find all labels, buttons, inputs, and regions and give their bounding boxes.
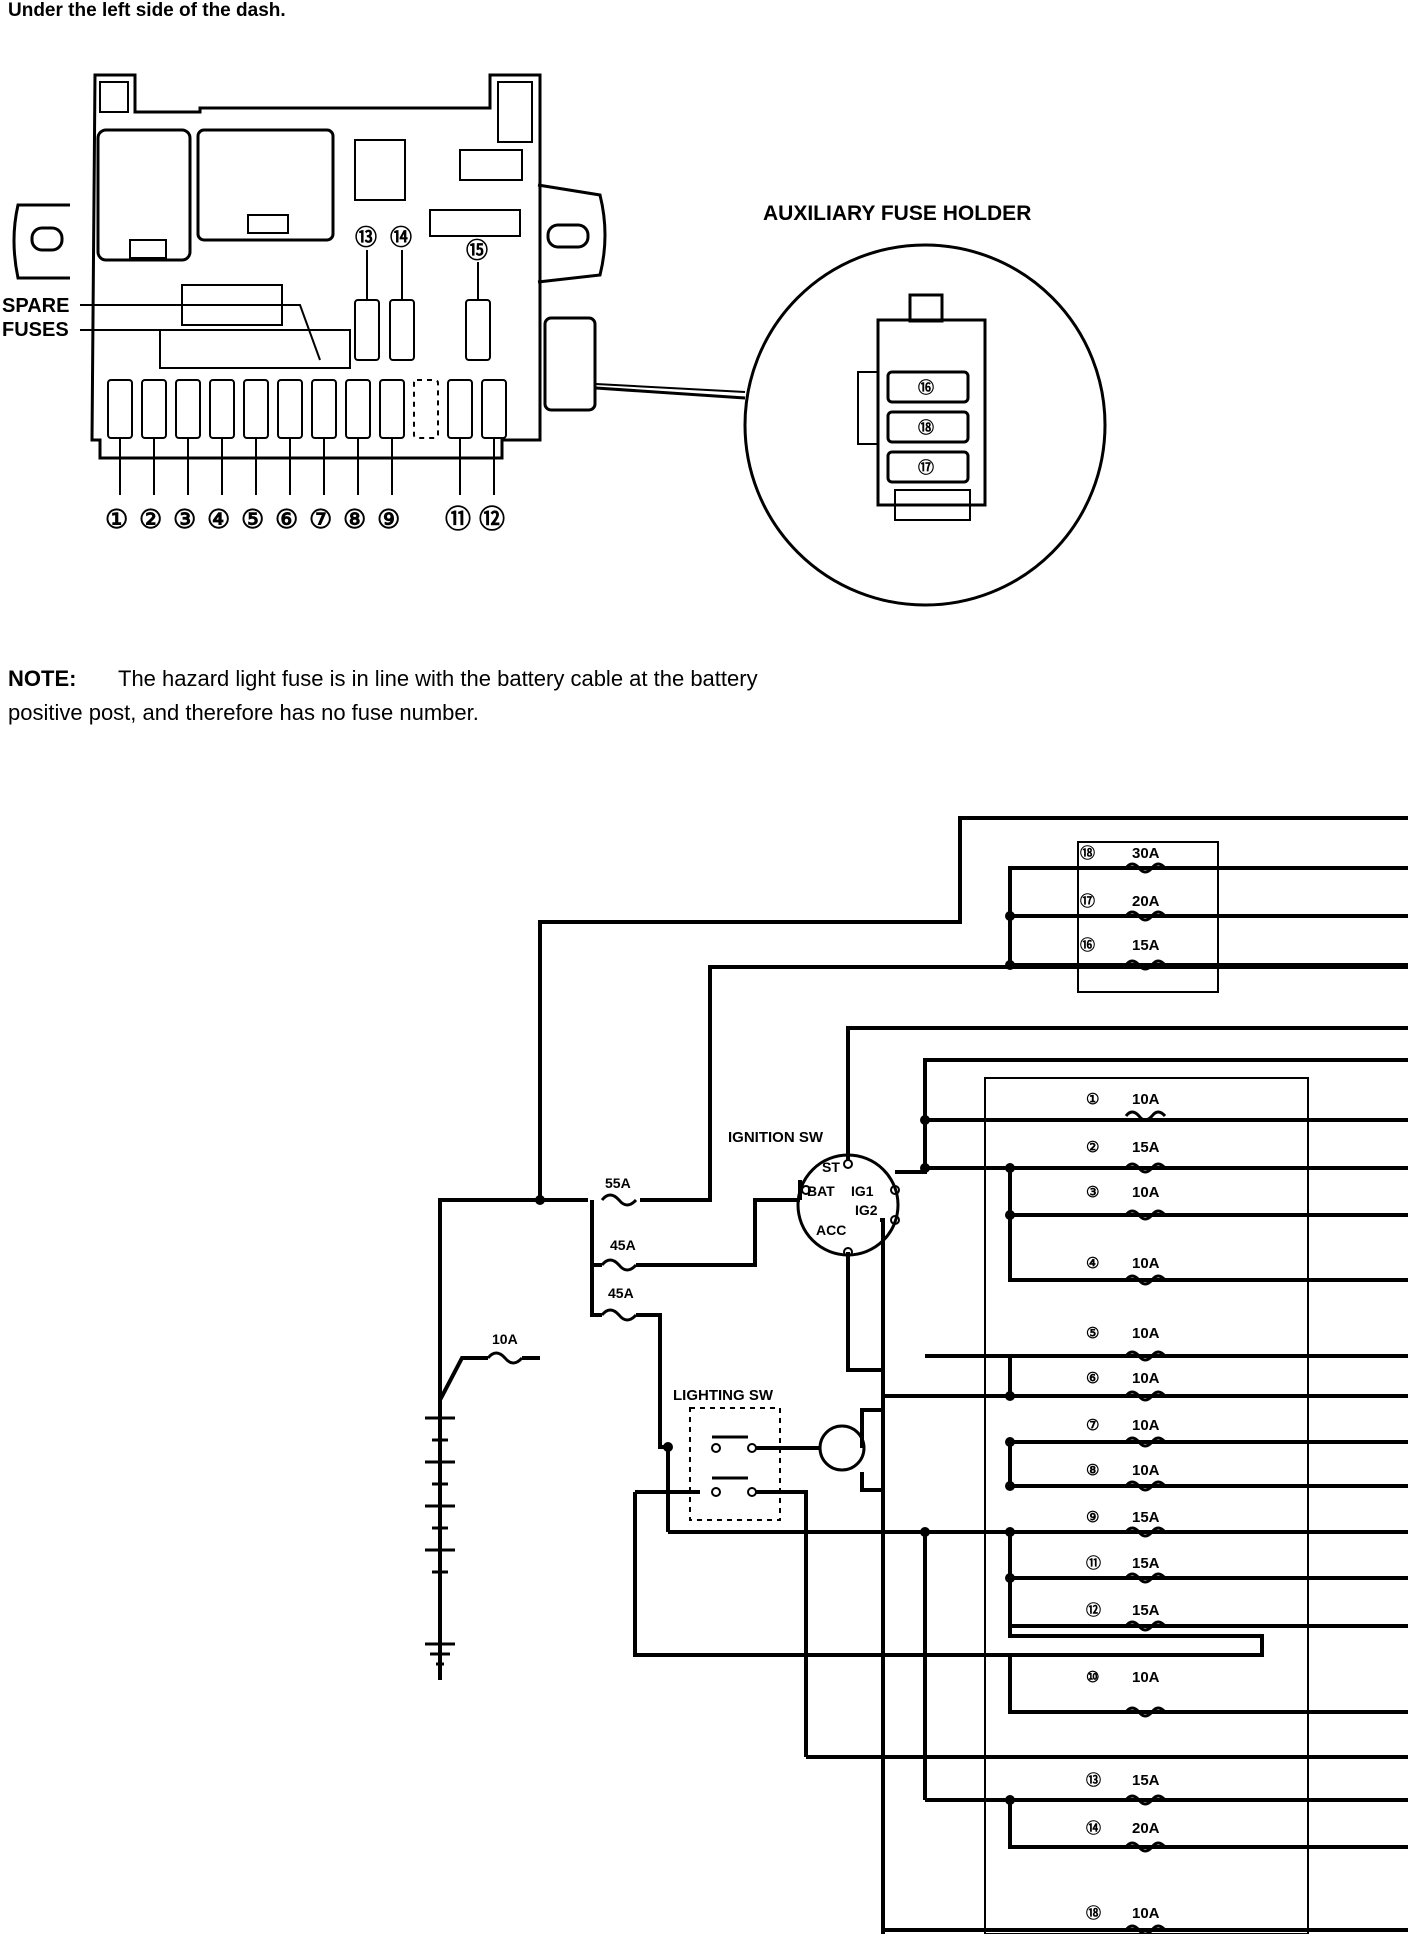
svg-text:⑱: ⑱ (1086, 1904, 1101, 1922)
fuse-number-top: ⑬ ⑭ ⑮ (355, 225, 488, 263)
svg-text:⑬: ⑬ (1086, 1771, 1101, 1789)
svg-text:②: ② (1086, 1139, 1099, 1156)
svg-text:SPARE: SPARE (2, 295, 69, 317)
svg-text:③: ③ (1086, 1184, 1099, 1201)
box-fuse-symbols (1124, 862, 1167, 1934)
svg-text:10A: 10A (1132, 1370, 1160, 1387)
svg-text:⑯: ⑯ (1080, 936, 1095, 954)
svg-text:⑯: ⑯ (918, 378, 934, 397)
fuse-number: ⑧ (343, 504, 366, 534)
svg-text:15A: 15A (1132, 1555, 1160, 1572)
schematic-wiring (425, 816, 1408, 1934)
svg-text:30A: 30A (1132, 845, 1160, 862)
spare-fuses-label: SPARE FUSES (2, 295, 69, 341)
aux-holder-numbers: ⑯ ⑱ ⑰ (918, 378, 934, 477)
svg-text:ACC: ACC (816, 1222, 846, 1238)
schematic-fuse-box (984, 1077, 1309, 1934)
svg-text:⑰: ⑰ (918, 458, 934, 477)
svg-text:20A: 20A (1132, 1820, 1160, 1837)
fuse-number: ⑥ (275, 504, 298, 534)
svg-text:15A: 15A (1132, 1602, 1160, 1619)
svg-text:⑪: ⑪ (1086, 1554, 1101, 1572)
svg-text:10A: 10A (1132, 1417, 1160, 1434)
svg-text:IG1: IG1 (851, 1183, 874, 1199)
battery-symbol (425, 1400, 455, 1680)
svg-text:⑫: ⑫ (1086, 1601, 1101, 1619)
svg-text:④: ④ (1086, 1255, 1099, 1272)
fuse-number-row: ① ② ③ ④ ⑤ ⑥ ⑦ ⑧ ⑨ ⑪ ⑫ (105, 504, 505, 534)
location-caption: Under the left side of the dash. (8, 0, 286, 21)
fuse-number: ⑬ (355, 225, 377, 250)
lighting-switch (689, 1407, 866, 1521)
svg-text:55A: 55A (605, 1175, 631, 1191)
aux-holder-title: AUXILIARY FUSE HOLDER (763, 202, 1031, 225)
svg-text:①: ① (1086, 1091, 1099, 1108)
svg-text:BAT: BAT (807, 1183, 835, 1199)
schematic-aux-box (1077, 841, 1219, 993)
svg-text:⑩: ⑩ (1086, 1669, 1099, 1686)
fuse-number: ⑤ (241, 504, 264, 534)
fuse-number: ① (105, 504, 128, 534)
svg-text:20A: 20A (1132, 893, 1160, 910)
svg-text:15A: 15A (1132, 1772, 1160, 1789)
svg-text:10A: 10A (1132, 1462, 1160, 1479)
aux-leader (595, 386, 746, 400)
lighting-switch-label: LIGHTING SW (673, 1387, 774, 1404)
svg-text:⑧: ⑧ (1086, 1462, 1099, 1479)
junction-dots (535, 911, 1015, 1805)
svg-text:FUSES: FUSES (2, 319, 69, 341)
fuse-number: ⑪ (445, 504, 471, 534)
svg-text:15A: 15A (1132, 1139, 1160, 1156)
svg-text:10A: 10A (1132, 1325, 1160, 1342)
svg-text:⑭: ⑭ (1086, 1819, 1101, 1837)
svg-text:15A: 15A (1132, 937, 1160, 954)
svg-text:⑱: ⑱ (1080, 844, 1095, 862)
note-line-2: positive post, and therefore has no fuse… (8, 700, 479, 725)
ignition-switch (796, 1153, 900, 1257)
fuse-number: ⑦ (309, 504, 332, 534)
aux-holder-circle (743, 243, 1107, 607)
note-line-1: The hazard light fuse is in line with th… (118, 666, 758, 691)
svg-text:IG2: IG2 (855, 1202, 878, 1218)
fuse-row (107, 379, 507, 439)
svg-text:10A: 10A (1132, 1255, 1160, 1272)
svg-text:10A: 10A (1132, 1905, 1160, 1922)
box-fuse-list: ① 10A ② 15A ③ 10A ④ 10A ⑤ 10A ⑥ 10A ⑦ 10… (1086, 1091, 1160, 1922)
svg-text:10A: 10A (1132, 1669, 1160, 1686)
fuse-number: ⑭ (390, 225, 412, 250)
note-label: NOTE: (8, 666, 77, 691)
ignition-switch-label: IGNITION SW (728, 1129, 824, 1146)
ignition-labels: IGNITION SW ST BAT IG1 IG2 ACC (728, 1129, 878, 1238)
svg-text:ST: ST (822, 1159, 840, 1175)
svg-text:⑨: ⑨ (1086, 1509, 1099, 1526)
svg-text:⑦: ⑦ (1086, 1417, 1099, 1434)
svg-text:10A: 10A (1132, 1091, 1160, 1108)
fuse-box-drawing (12, 73, 607, 495)
fuse-number: ⑨ (377, 504, 400, 534)
svg-text:45A: 45A (608, 1285, 634, 1301)
main-fuses (486, 1193, 638, 1365)
svg-text:⑥: ⑥ (1086, 1370, 1099, 1387)
svg-text:⑤: ⑤ (1086, 1325, 1099, 1342)
svg-text:45A: 45A (610, 1237, 636, 1253)
svg-text:15A: 15A (1132, 1509, 1160, 1526)
fuse-number: ⑫ (479, 504, 505, 534)
main-fuse-ratings: 55A 45A 45A 10A (492, 1175, 636, 1347)
fuse-number: ⑮ (466, 238, 488, 263)
fuse-number: ③ (173, 504, 196, 534)
fuse-number: ④ (207, 504, 230, 534)
aux-fuse-list: ⑱ 30A ⑰ 20A ⑯ 15A (1080, 844, 1160, 954)
svg-text:⑱: ⑱ (918, 418, 934, 437)
fuse-number: ② (139, 504, 162, 534)
aux-holder-drawing (857, 293, 987, 521)
svg-text:10A: 10A (1132, 1184, 1160, 1201)
svg-text:⑰: ⑰ (1080, 892, 1095, 910)
svg-text:10A: 10A (492, 1331, 518, 1347)
